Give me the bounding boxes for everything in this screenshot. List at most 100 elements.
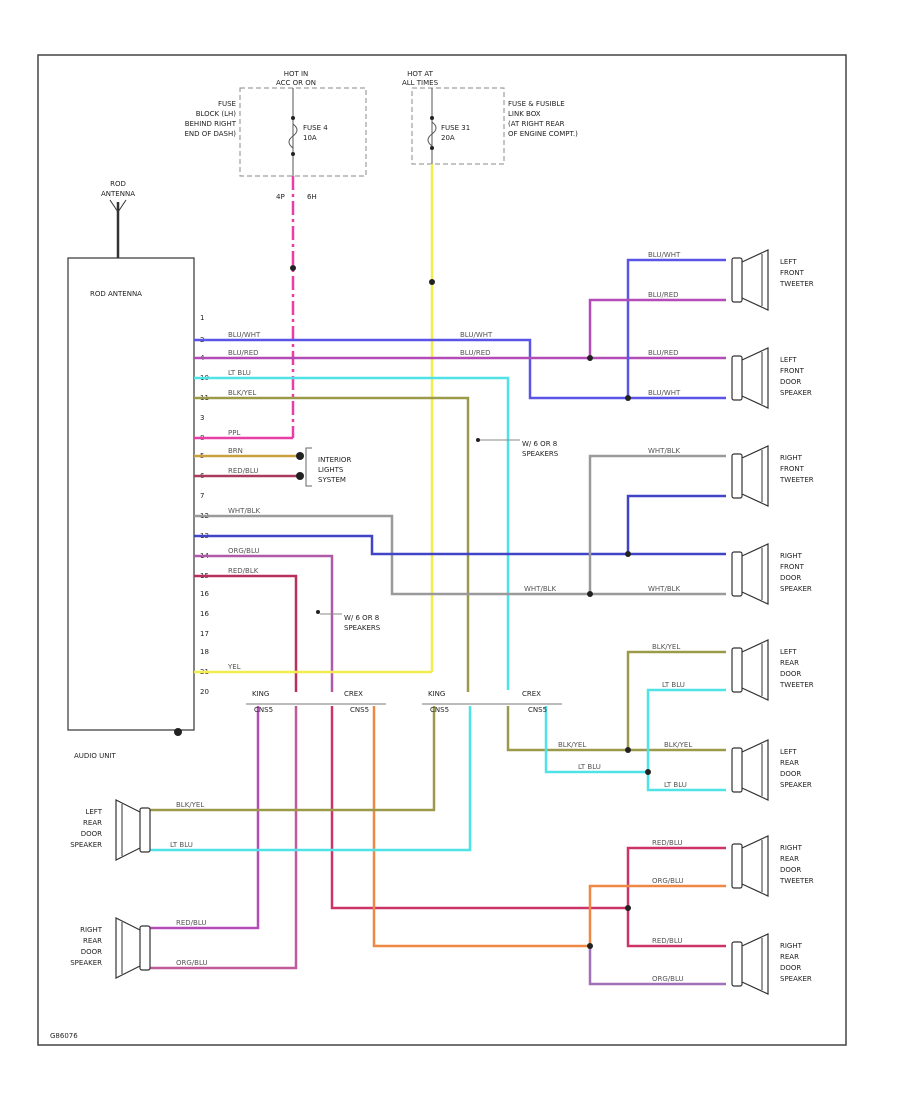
audio-pin-label: 7 [200,492,204,500]
conn2-b: CREX [522,690,541,698]
svg-text:BLU/WHT: BLU/WHT [648,389,681,397]
svg-text:RED/BLU: RED/BLU [228,467,259,475]
note-lower-2: SPEAKERS [344,624,381,632]
audio-unit-box-title: ROD ANTENNA [90,290,142,298]
audio-pin-label: 16 [200,590,209,598]
fuse-left-pin: 4P [276,193,285,201]
conn2-a: KING [428,690,445,698]
svg-text:PPL: PPL [228,429,240,437]
speaker-label-line: REAR [83,937,102,945]
note-upper-2: SPEAKERS [522,450,559,458]
speaker-label-line: RIGHT [780,552,803,560]
fuse-left-loc-2: BLOCK (LH) [196,110,237,118]
svg-text:LT BLU: LT BLU [664,781,687,789]
speaker-label-line: FRONT [780,465,805,473]
diagram-frame [37,54,847,1046]
speaker-note-lower: W/ 6 OR 8 SPEAKERS [320,613,381,632]
fuse-left-header-1: HOT IN [284,70,309,78]
svg-text:BLK/YEL: BLK/YEL [664,741,692,749]
note-upper-1: W/ 6 OR 8 [522,440,557,448]
wire-labels: BLU/WHT BLU/WHT BLU/RED BLU/RED LT BLU B… [170,251,692,983]
svg-text:BLU/RED: BLU/RED [460,349,491,357]
speaker-label-line: RIGHT [780,942,803,950]
speaker-label-line: TWEETER [779,877,814,885]
svg-text:RED/BLK: RED/BLK [228,567,259,575]
speaker-label-line: DOOR [780,574,801,582]
svg-text:BLU/WHT: BLU/WHT [460,331,493,339]
junctions [290,265,651,949]
fuse-left-loc-4: END OF DASH) [184,130,236,138]
conn2-c: CNS5 [430,706,449,714]
conn1-b: CREX [344,690,363,698]
rod-antenna: ROD ANTENNA [101,180,135,258]
speaker-label-line: SPEAKER [780,389,812,397]
speaker-label-line: DOOR [780,378,801,386]
audio-pin-label: 17 [200,630,209,638]
fuse-block-right: HOT AT ALL TIMES FUSE & FUSIBLE LINK BOX… [402,70,578,165]
speaker-label-line: SPEAKER [780,585,812,593]
svg-text:BLU/WHT: BLU/WHT [228,331,261,339]
speaker-label-line: REAR [780,659,799,667]
conn1-a: KING [252,690,269,698]
speaker-right-rear-door: RIGHT REAR DOOR SPEAKER [731,933,812,995]
conn2-d: CNS5 [528,706,547,714]
fuse-right-loc-1: FUSE & FUSIBLE [508,100,565,108]
speaker-label-line: DOOR [81,948,102,956]
fuse-right-loc-2: LINK BOX [508,110,541,118]
fuse-right-rating-2: 20A [441,134,455,142]
audio-pin-label: 1 [200,314,204,322]
svg-text:LT BLU: LT BLU [578,763,601,771]
audio-pin-label: 3 [200,414,204,422]
fuse-left-header-2: ACC OR ON [276,79,316,87]
speaker-label-line: REAR [780,953,799,961]
svg-text:RED/BLU: RED/BLU [652,937,683,945]
svg-text:ORG/BLU: ORG/BLU [228,547,260,555]
svg-text:BLU/WHT: BLU/WHT [648,251,681,259]
speaker-note-upper: W/ 6 OR 8 SPEAKERS [480,439,559,458]
audio-pin-label: 20 [200,688,209,696]
svg-text:BLU/RED: BLU/RED [648,291,679,299]
speaker-label-line: REAR [780,855,799,863]
antenna-label-1: ROD [110,180,126,188]
svg-text:LT BLU: LT BLU [170,841,193,849]
speaker-label-line: LEFT [780,748,797,756]
audio-pin-label: 18 [200,648,209,656]
svg-text:ORG/BLU: ORG/BLU [652,877,684,885]
fuse-block-left: HOT IN ACC OR ON FUSE BLOCK (LH) BEHIND … [184,70,367,201]
speaker-label-line: LEFT [780,648,797,656]
speaker-label-line: RIGHT [80,926,103,934]
illum-2: LIGHTS [318,466,344,474]
audio-unit-label: AUDIO UNIT [74,752,117,760]
speaker-label-line: SPEAKER [780,975,812,983]
antenna-label-2: ANTENNA [101,190,135,198]
speaker-label-line: LEFT [780,258,797,266]
audio-unit: ROD ANTENNA AUDIO UNIT 12410113856712131… [67,257,209,760]
svg-text:BLU/RED: BLU/RED [648,349,679,357]
svg-text:BLK/YEL: BLK/YEL [558,741,586,749]
speaker-label-line: DOOR [780,770,801,778]
svg-text:RED/BLU: RED/BLU [652,839,683,847]
speaker-label-line: DOOR [780,670,801,678]
speaker-label-line: DOOR [780,964,801,972]
svg-text:BLK/YEL: BLK/YEL [176,801,204,809]
svg-text:LT BLU: LT BLU [228,369,251,377]
speaker-label-line: TWEETER [779,280,814,288]
svg-text:BRN: BRN [228,447,243,455]
illum-3: SYSTEM [318,476,346,484]
footer-code: G86076 [50,1032,78,1040]
fuse-right-rating-1: FUSE 31 [441,124,470,132]
svg-text:BLU/RED: BLU/RED [228,349,259,357]
note-lower-1: W/ 6 OR 8 [344,614,379,622]
audio-pin-label: 16 [200,610,209,618]
speaker-label-line: DOOR [780,866,801,874]
connector-group-2: KING CREX CNS5 CNS5 [422,690,562,714]
speaker-label-line: RIGHT [780,454,803,462]
fuse-right-pin: 6H [307,193,317,201]
speaker-label-line: REAR [780,759,799,767]
